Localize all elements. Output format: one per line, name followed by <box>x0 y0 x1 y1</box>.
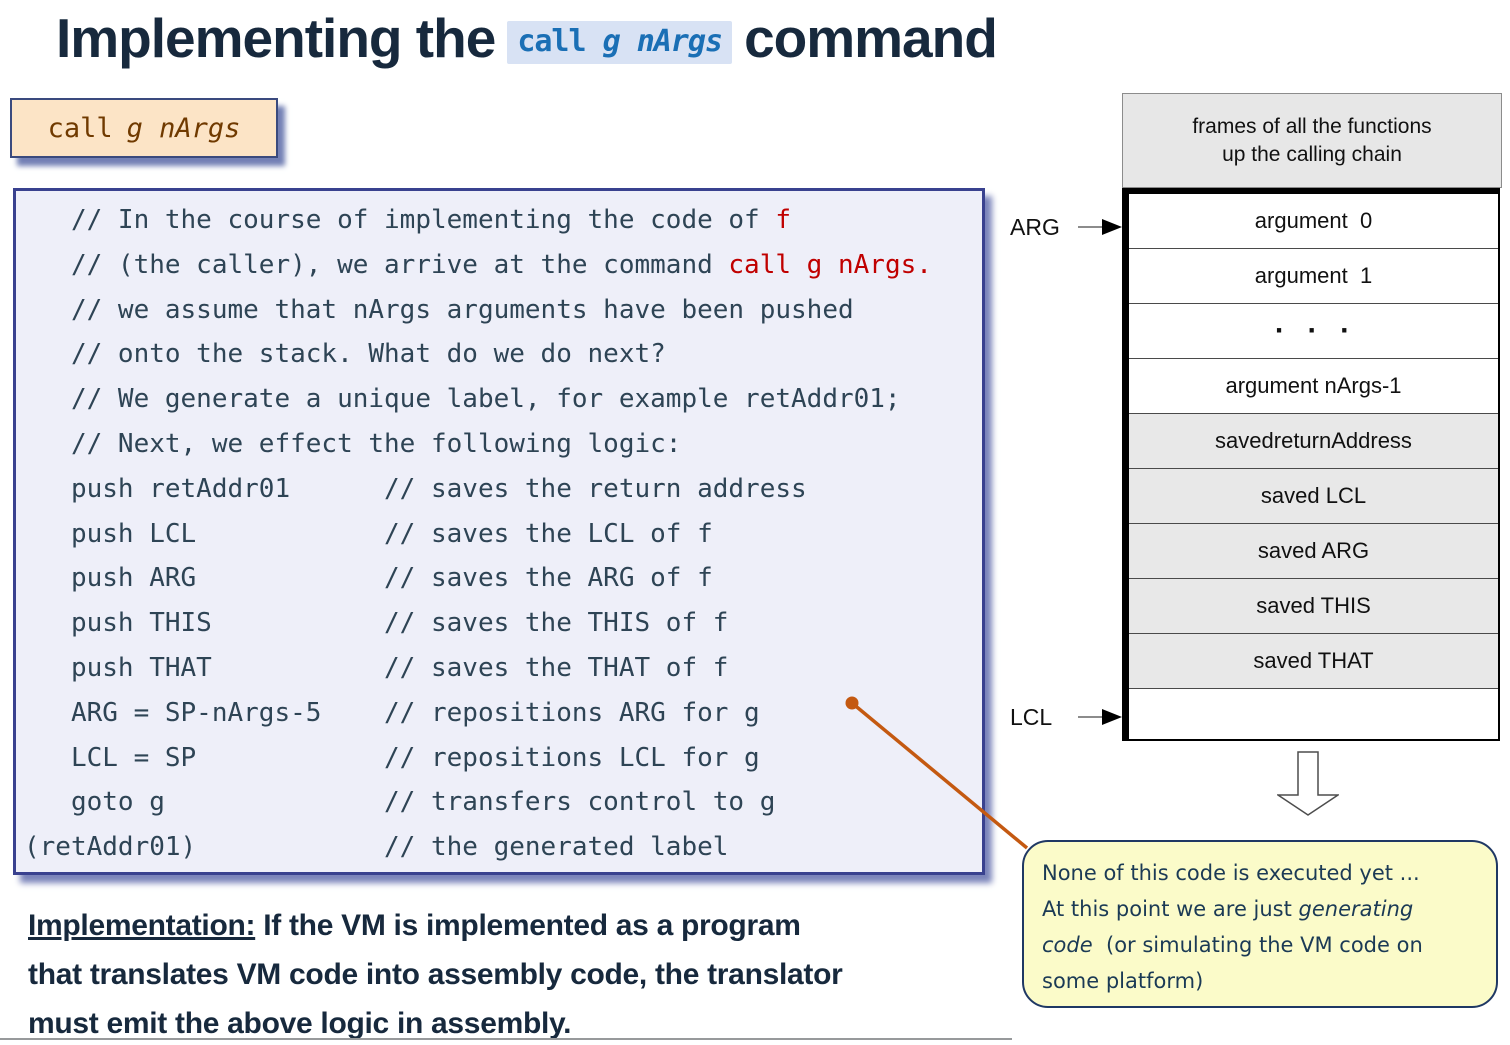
code-line: // We generate a unique label, for examp… <box>24 384 901 415</box>
code-line: ARG = SP-nArgs-5 // repositions ARG for … <box>24 697 760 728</box>
callout-connector-line <box>845 696 1029 850</box>
implementation-note: Implementation: If the VM is implemented… <box>28 901 1018 1045</box>
pointer-label-lcl: LCL <box>1010 703 1122 730</box>
callout-note: None of this code is executed yet ... At … <box>1022 840 1498 1008</box>
stack-row: savedreturnAddress <box>1129 414 1498 469</box>
callout-line: some platform) <box>1042 969 1204 993</box>
bottom-divider <box>0 1038 1012 1040</box>
code-line: // we assume that nArgs arguments have b… <box>24 294 854 325</box>
stack-row: argument 1 <box>1129 249 1498 304</box>
code-line: push THAT // saves the THAT of f <box>24 652 729 683</box>
code-line: // Next, we effect the following logic: <box>24 428 682 459</box>
stack-row: saved THAT <box>1129 634 1498 689</box>
code-line: // (the caller), we arrive at the comman… <box>24 249 932 280</box>
pointer-label-arg: ARG <box>1010 213 1122 240</box>
chip-keyword: call <box>517 24 603 59</box>
call-command-box: call g nArgs <box>10 98 278 158</box>
stack-row: argument nArgs-1 <box>1129 359 1498 414</box>
right-arrow-icon <box>1078 709 1122 725</box>
stack-row: saved LCL <box>1129 469 1498 524</box>
title-suffix: command <box>744 7 998 69</box>
callout-line: None of this code is executed yet ... <box>1042 861 1420 885</box>
stack-row: · · · <box>1129 304 1498 359</box>
page-title: Implementing the call g nArgs command <box>56 6 998 70</box>
stack-row <box>1129 689 1498 738</box>
code-line: push LCL // saves the LCL of f <box>24 518 713 549</box>
chip-args: g nArgs <box>602 24 723 59</box>
stack-row: argument 0 <box>1129 194 1498 249</box>
code-line: push THIS // saves the THIS of f <box>24 608 729 639</box>
code-line: LCL = SP // repositions LCL for g <box>24 742 760 773</box>
lcl-label: LCL <box>1010 703 1053 730</box>
title-prefix: Implementing the <box>56 7 496 69</box>
implementation-line: must emit the above logic in assembly. <box>28 1007 572 1040</box>
stack-header-line1: frames of all the functions <box>1192 114 1432 138</box>
code-line: push retAddr01 // saves the return addre… <box>24 473 807 504</box>
code-line: // onto the stack. What do we do next? <box>24 339 666 370</box>
call-box-keyword: call <box>47 112 113 144</box>
callout-line: At this point we are just generating <box>1042 897 1414 921</box>
arg-label: ARG <box>1010 213 1060 240</box>
code-line: goto g // transfers control to g <box>24 787 776 818</box>
stack-row: saved THIS <box>1129 579 1498 634</box>
stack-header-line2: up the calling chain <box>1222 142 1402 166</box>
stack-row: saved ARG <box>1129 524 1498 579</box>
code-line: push ARG // saves the ARG of f <box>24 563 713 594</box>
right-arrow-icon <box>1078 219 1122 235</box>
vm-code-block: // In the course of implementing the cod… <box>13 188 985 875</box>
code-line: // In the course of implementing the cod… <box>24 205 792 235</box>
callout-line: code (or simulating the VM code on <box>1042 933 1423 957</box>
call-box-args: g nArgs <box>126 112 241 144</box>
implementation-line: that translates VM code into assembly co… <box>28 958 843 991</box>
implementation-line: Implementation: If the VM is implemented… <box>28 909 801 942</box>
title-command-chip: call g nArgs <box>507 21 733 64</box>
stack-header: frames of all the functions up the calli… <box>1122 93 1502 188</box>
down-arrow-icon <box>1277 751 1339 816</box>
code-line: (retAddr01) // the generated label <box>24 832 729 863</box>
